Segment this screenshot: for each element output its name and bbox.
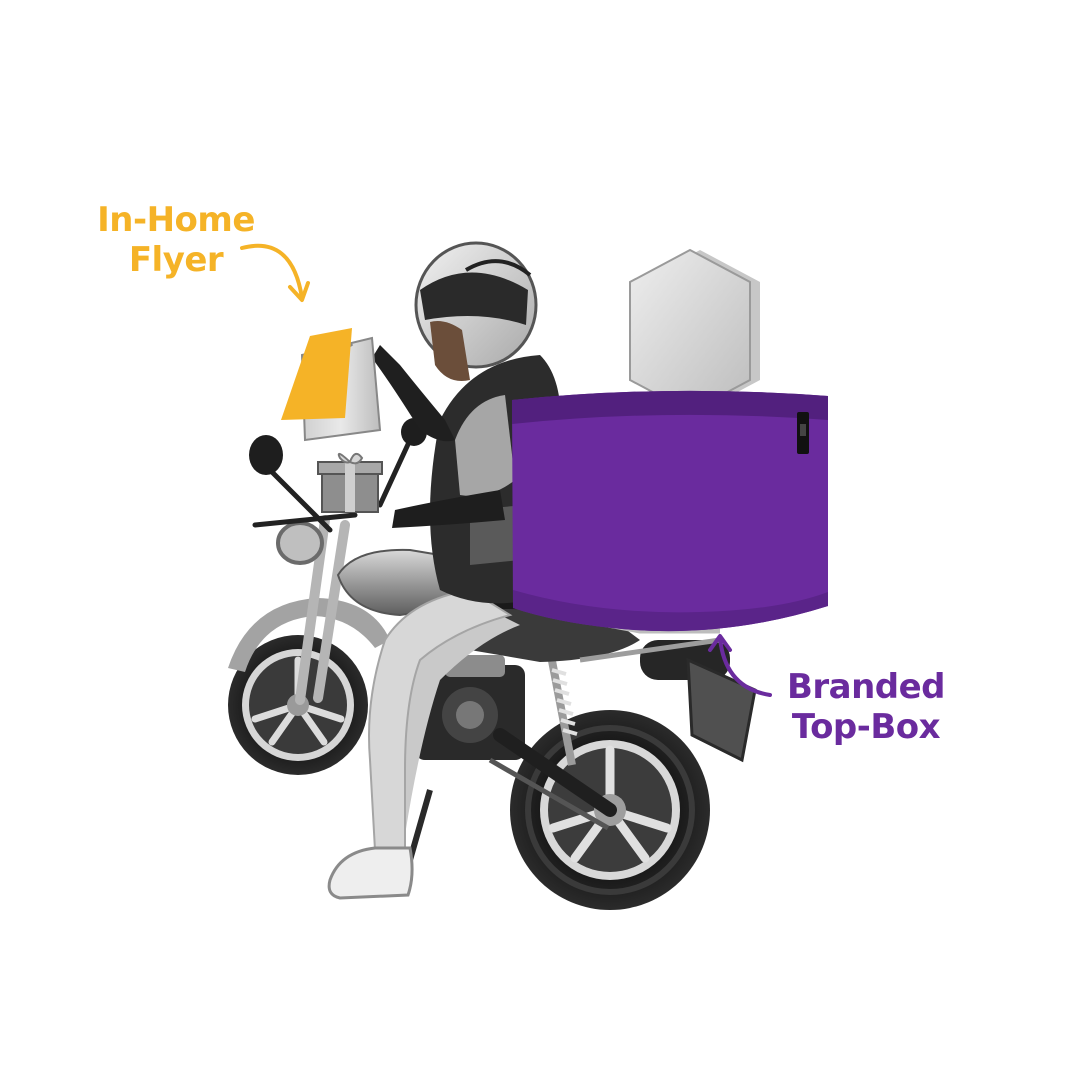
in-home-flyer-label-line2: Flyer [128, 240, 224, 281]
in-home-flyer-label-line1: In-Home [97, 200, 255, 240]
branded-top-box-label: Branded Top-Box [766, 667, 966, 747]
in-home-flyer-label: In-Home Flyer [96, 200, 256, 280]
branded-top-box-label-line1: Branded [786, 667, 946, 707]
gift-box [317, 452, 383, 513]
helmet [414, 241, 538, 381]
front-wheel [228, 635, 368, 775]
hexagon-lid [629, 248, 760, 414]
branded-top-box [512, 390, 828, 632]
flyer-sheet [281, 328, 352, 420]
branded-top-box-label-line2: Top-Box [791, 707, 941, 748]
topbox-curved-arrow-icon [708, 634, 772, 697]
motorcycle [228, 418, 757, 910]
flyer-curved-arrow-icon [240, 243, 310, 302]
